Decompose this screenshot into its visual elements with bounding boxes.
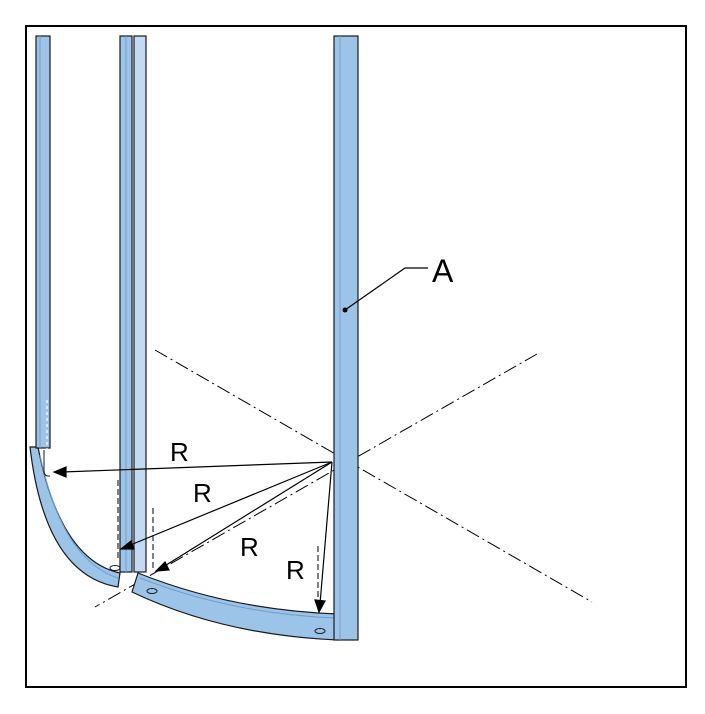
right-profile-a xyxy=(317,35,359,641)
curved-bottom-rail xyxy=(29,446,339,641)
leader-a xyxy=(342,267,428,313)
part-label-a: A xyxy=(432,253,454,289)
radius-label-1: R xyxy=(170,437,189,467)
radius-label-2: R xyxy=(193,478,212,508)
radius-label-4: R xyxy=(286,555,305,585)
radius-label-3: R xyxy=(240,532,259,562)
middle-profile xyxy=(117,35,154,573)
centerlines xyxy=(94,349,593,608)
left-profile xyxy=(35,35,51,477)
diagram-border xyxy=(25,25,687,688)
radius-arrows xyxy=(52,461,333,614)
